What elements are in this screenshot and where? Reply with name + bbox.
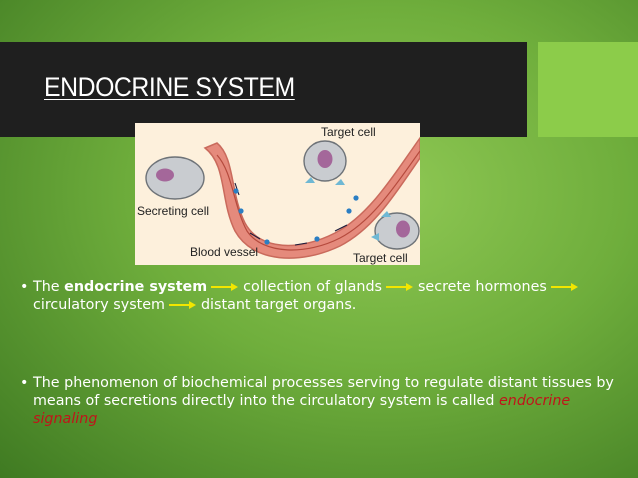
b1-bold-term: endocrine system [64,279,208,295]
label-blood-vessel: Blood vessel [190,245,258,259]
right-arrow-icon [211,283,239,291]
bullet-marker: • [20,279,29,295]
secreting-cell-shape [145,156,205,200]
title-bar [0,42,527,137]
accent-block [538,42,638,137]
bullet-endocrine-system: • The endocrine system collection of glan… [20,278,638,314]
bullet-marker: • [20,375,29,391]
right-arrow-icon [550,283,578,291]
bullet-endocrine-signaling: • The phenomenon of biochemical processe… [20,374,638,428]
label-target-cell-bottom: Target cell [353,251,408,265]
b2-text: The phenomenon of biochemical processes … [33,375,614,409]
right-arrow-icon [168,301,196,309]
right-arrow-icon [385,283,413,291]
label-target-cell-top: Target cell [321,125,376,139]
b1-part3: secrete hormones [417,279,547,295]
blood-vessel-shape [203,136,420,259]
b1-part5: distant target organs. [200,297,357,313]
b2-highlight-term: endocrine signaling [33,393,571,427]
b1-part2: collection of glands [243,279,382,295]
b1-part4: circulatory system [33,297,165,313]
bullet-list: • The endocrine system collection of glan… [20,278,638,428]
endocrine-diagram: Target cell Secreting cell Blood vessel … [135,123,420,265]
label-secreting-cell: Secreting cell [137,204,209,218]
b1-part1: The [33,279,65,295]
slide-title: ENDOCRINE SYSTEM [44,72,295,102]
